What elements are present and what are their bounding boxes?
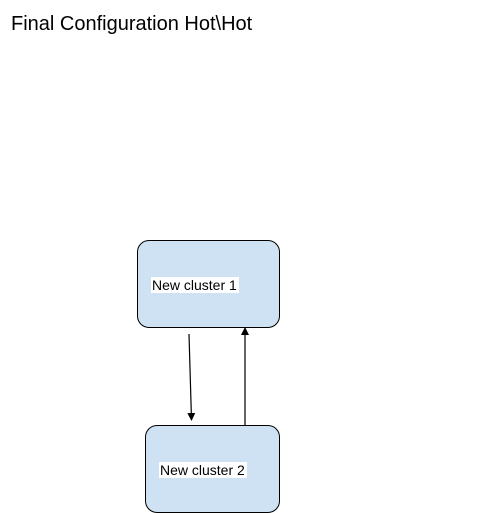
edge-cluster1-to-cluster2[interactable] [187,333,196,421]
node-new-cluster-2[interactable]: New cluster 2 [145,425,280,513]
node-new-cluster-1[interactable]: New cluster 1 [137,240,280,328]
page-title: Final Configuration Hot\Hot [11,13,253,35]
node-label: New cluster 2 [159,462,247,478]
node-label: New cluster 1 [151,277,239,293]
